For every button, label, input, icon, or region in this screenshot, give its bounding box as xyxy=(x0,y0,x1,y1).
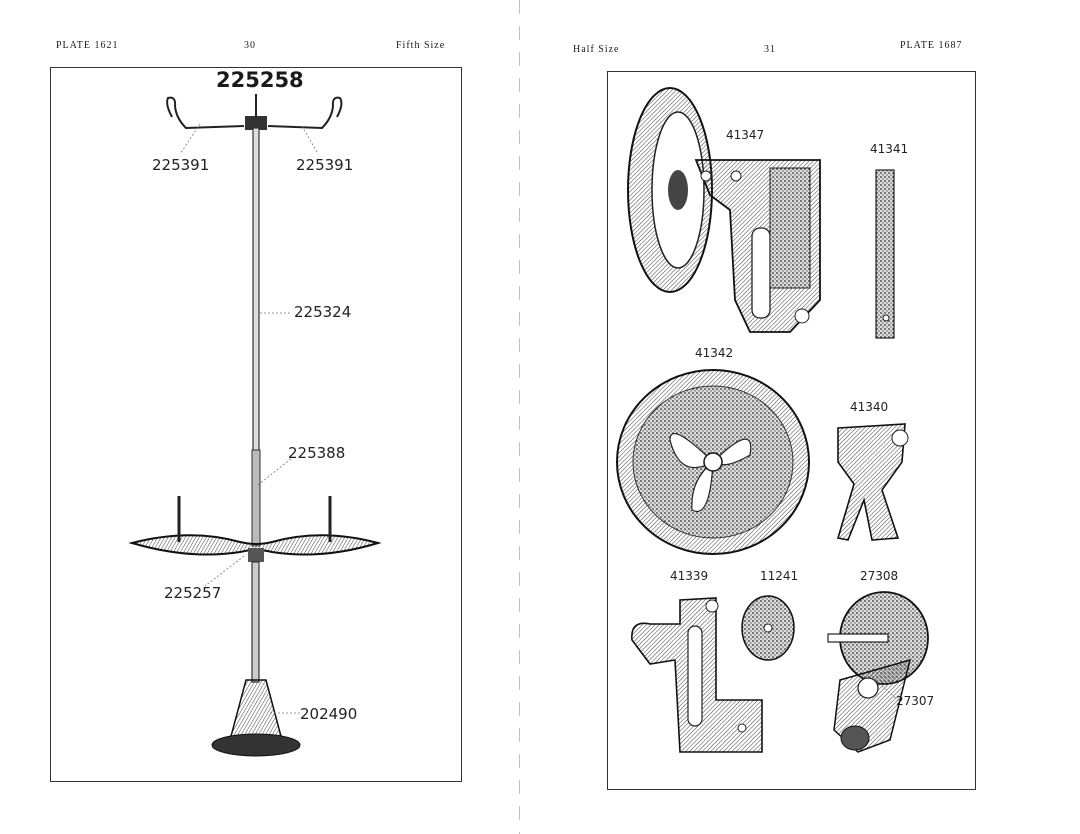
part-label-41340: 41340 xyxy=(850,400,889,414)
scale-note-right: Half Size xyxy=(573,44,620,55)
book-spine xyxy=(519,0,520,834)
part-label-225391-left: 225391 xyxy=(152,156,210,174)
left-page: PLATE 1621 30 Fifth Size xyxy=(0,0,520,834)
assembly-number: 225258 xyxy=(216,68,304,92)
part-label-11241: 11241 xyxy=(760,569,799,583)
part-label-41347: 41347 xyxy=(726,128,765,142)
part-label-27308: 27308 xyxy=(860,569,899,583)
machine-parts-illustration xyxy=(616,87,929,753)
part-label-225388: 225388 xyxy=(288,444,346,462)
thread-stand-illustration xyxy=(128,94,382,757)
illustration-frame-left xyxy=(50,67,462,782)
page-number-left: 30 xyxy=(244,40,256,51)
right-page: Half Size 31 PLATE 1687 xyxy=(520,0,1080,834)
part-label-41339: 41339 xyxy=(670,569,709,583)
illustration-frame-right xyxy=(607,71,976,790)
part-label-225324: 225324 xyxy=(294,303,352,321)
page-number-right: 31 xyxy=(764,44,776,55)
part-label-225257: 225257 xyxy=(164,584,222,602)
plate-number-left: PLATE 1621 xyxy=(56,40,119,51)
part-label-27307: 27307 xyxy=(896,694,935,708)
part-label-202490: 202490 xyxy=(300,705,358,723)
part-label-225391-right: 225391 xyxy=(296,156,354,174)
part-label-41342: 41342 xyxy=(695,346,734,360)
part-label-41341: 41341 xyxy=(870,142,909,156)
scale-note-left: Fifth Size xyxy=(396,40,446,51)
plate-number-right: PLATE 1687 xyxy=(900,40,963,51)
